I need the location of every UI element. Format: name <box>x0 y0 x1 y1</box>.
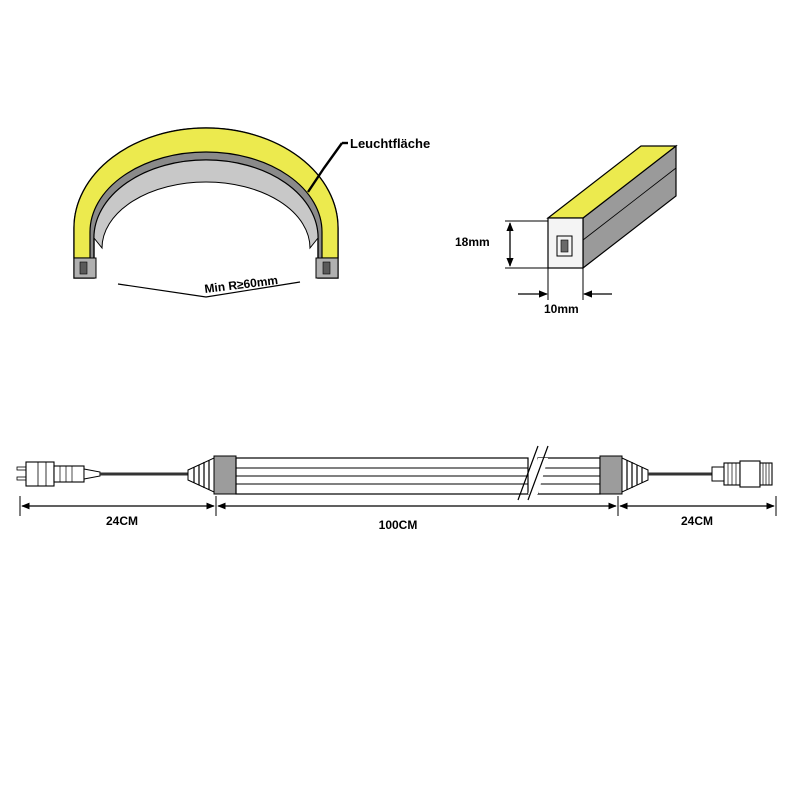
break-mark-right <box>527 445 549 501</box>
width-label: 10mm <box>544 302 579 316</box>
radius-indicator <box>117 281 301 298</box>
right-cable-label: 24CM <box>681 514 713 528</box>
left-end-cap <box>213 455 237 495</box>
left-plug <box>16 461 101 487</box>
right-strain-relief <box>621 457 649 493</box>
strip-assembly-view: 24CM 100CM 24CM <box>16 445 777 532</box>
light-surface-leader <box>307 142 343 193</box>
right-end-cap <box>599 455 623 495</box>
arch-inner-band <box>93 159 319 250</box>
left-cable-label: 24CM <box>106 514 138 528</box>
strip-length-label: 100CM <box>379 518 418 532</box>
profile-view: 18mm 10mm <box>455 144 678 316</box>
break-mark-left <box>517 445 539 501</box>
light-surface-label: Leuchtfläche <box>350 136 430 151</box>
left-strain-relief <box>187 457 215 493</box>
height-label: 18mm <box>455 235 490 249</box>
min-radius-label: Min R≥60mm <box>204 273 279 296</box>
bent-strip-view: Leuchtfläche Min R≥60mm <box>73 127 430 298</box>
arch-light-surface <box>73 127 339 259</box>
right-plug <box>711 460 773 488</box>
strip-body <box>235 445 601 501</box>
